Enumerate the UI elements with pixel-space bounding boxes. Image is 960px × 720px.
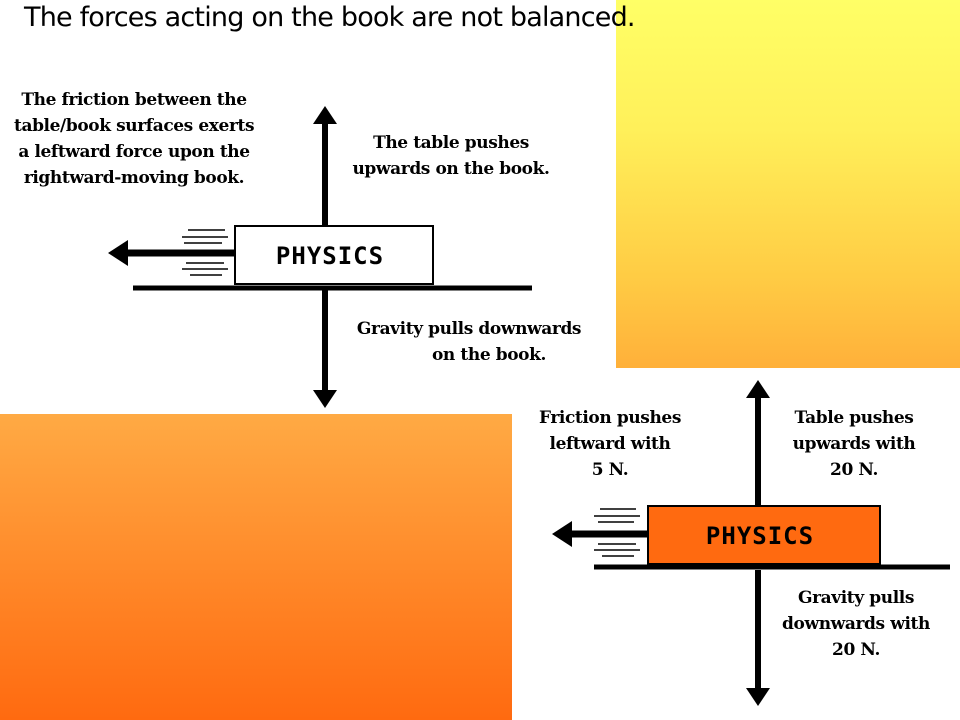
yellow-gradient-panel [616,0,960,368]
bottom-friction-arrowhead [552,521,572,547]
bottom-book [647,505,881,565]
top-friction-arrowhead [108,240,128,266]
orange-gradient-panel [0,414,512,720]
top-friction-caption: The friction between the table/book surf… [14,90,255,188]
top-gravity-arrowhead [313,390,337,408]
top-normal-force-caption: The table pushes upwards on the book. [352,133,550,179]
bottom-gravity-caption: Gravity pulls downwards with 20 N. [782,588,930,660]
top-gravity-caption: Gravity pulls downwards on the book. [356,319,582,365]
top-book-label: PHYSICS [276,242,384,270]
bottom-motion-lines [594,508,640,557]
bottom-diagram: PHYSICS [552,380,950,706]
top-motion-lines [182,229,228,276]
top-diagram: PHYSICS [108,106,532,408]
bottom-gravity-arrowhead [746,688,770,706]
bottom-normal-force-arrowhead [746,380,770,398]
bottom-book-label: PHYSICS [706,522,814,550]
bottom-normal-force-caption: Table pushes upwards with 20 N. [792,408,916,480]
slide-title: The forces acting on the book are not ba… [24,2,636,33]
bottom-friction-caption: Friction pushes leftward with 5 N. [538,408,682,480]
top-normal-force-arrowhead [313,106,337,124]
